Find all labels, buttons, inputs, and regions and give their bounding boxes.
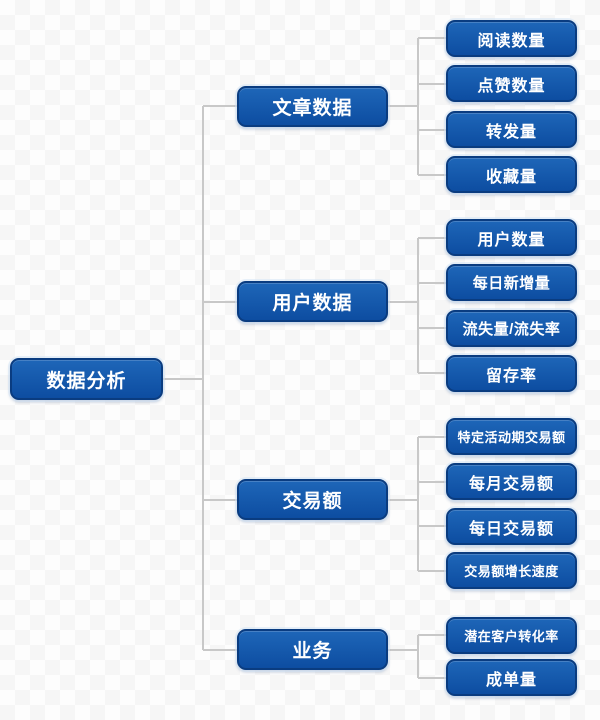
- root-node-data-analysis[interactable]: 数据分析: [10, 358, 163, 400]
- branch-node-business[interactable]: 业务: [237, 629, 388, 670]
- leaf-node-monthly-transaction[interactable]: 每月交易额: [446, 463, 577, 500]
- leaf-node-lead-conversion-rate[interactable]: 潜在客户转化率: [446, 617, 577, 654]
- connector-branch-transaction: [388, 436, 446, 572]
- leaf-node-transaction-growth-rate[interactable]: 交易额增长速度: [446, 552, 577, 589]
- branch-node-article-data[interactable]: 文章数据: [237, 86, 388, 127]
- leaf-node-special-campaign-transaction[interactable]: 特定活动期交易额: [446, 418, 577, 455]
- leaf-node-read-count[interactable]: 阅读数量: [446, 20, 577, 57]
- leaf-node-repost-count[interactable]: 转发量: [446, 111, 577, 148]
- leaf-node-retention-rate[interactable]: 留存率: [446, 355, 577, 392]
- leaf-node-user-count[interactable]: 用户数量: [446, 219, 577, 256]
- branch-node-user-data[interactable]: 用户数据: [237, 281, 388, 322]
- connector-branch-article: [388, 37, 446, 176]
- connector-branch-business: [388, 634, 446, 679]
- leaf-node-daily-new-users[interactable]: 每日新增量: [446, 264, 577, 301]
- leaf-node-closed-order-count[interactable]: 成单量: [446, 659, 577, 696]
- connector-root-spine: [163, 105, 237, 651]
- branch-node-transaction-amount[interactable]: 交易额: [237, 479, 388, 520]
- leaf-node-daily-transaction[interactable]: 每日交易额: [446, 508, 577, 545]
- leaf-node-churn-volume-rate[interactable]: 流失量/流失率: [446, 310, 577, 347]
- leaf-node-favorite-count[interactable]: 收藏量: [446, 156, 577, 193]
- leaf-node-like-count[interactable]: 点赞数量: [446, 65, 577, 102]
- connector-branch-user: [388, 237, 446, 374]
